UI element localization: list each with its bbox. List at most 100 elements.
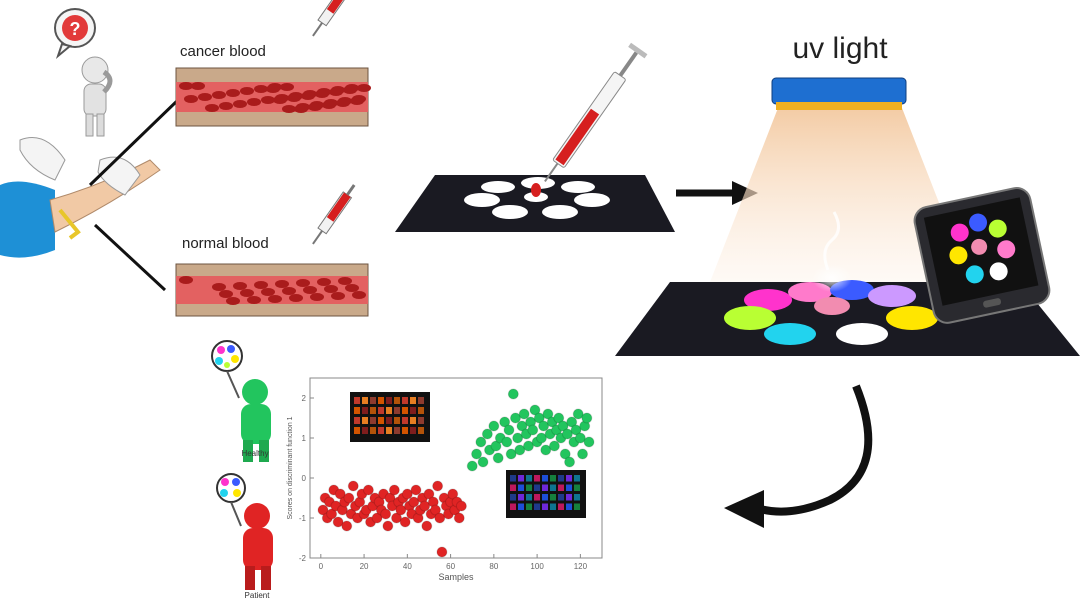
blood-vessel-icon [175, 67, 371, 127]
inset-cell [566, 475, 572, 482]
inset-cell [542, 484, 548, 491]
x-tick-label: 40 [403, 562, 412, 571]
blood-cell [261, 96, 275, 104]
y-tick-label: -2 [299, 554, 307, 563]
inset-cell [526, 494, 532, 501]
inset-cell [566, 484, 572, 491]
inset-cell [418, 417, 424, 424]
data-point-healthy [577, 448, 589, 460]
inset-cell [354, 427, 360, 434]
blood-cell [254, 281, 268, 289]
data-point-healthy [527, 424, 539, 436]
inset-cell [370, 407, 376, 414]
y-tick-label: 2 [302, 394, 307, 403]
data-point-healthy [557, 420, 569, 432]
inset-cell [510, 503, 516, 510]
blood-cell [212, 283, 226, 291]
patient-label: Patient [245, 591, 271, 600]
blood-cell [329, 88, 343, 96]
inset-cell [534, 494, 540, 501]
x-axis-label: Samples [438, 572, 474, 582]
blood-cell [343, 86, 357, 94]
data-point-patient [334, 488, 346, 500]
data-point-patient [382, 520, 394, 532]
data-point-healthy [514, 444, 526, 456]
data-point-healthy [501, 436, 513, 448]
data-point-healthy [522, 440, 534, 452]
inset-cell [394, 417, 400, 424]
blood-cell [219, 290, 233, 298]
inset-cell [386, 397, 392, 404]
inset-cell [370, 427, 376, 434]
blood-cell [247, 98, 261, 106]
inset-cell [510, 484, 516, 491]
inset-cell [518, 494, 524, 501]
inset-cell [574, 503, 580, 510]
data-point-patient [388, 484, 400, 496]
data-point-healthy [583, 436, 595, 448]
blood-cell [233, 100, 247, 108]
data-point-healthy [570, 424, 582, 436]
blood-cell [240, 289, 254, 297]
inset-cell [566, 503, 572, 510]
inset-cell [410, 427, 416, 434]
vapor-icon [823, 211, 840, 271]
inset-cell [526, 484, 532, 491]
blood-cell [191, 82, 205, 90]
inset-cell [558, 494, 564, 501]
inset-cell [386, 427, 392, 434]
data-point-patient [434, 512, 446, 524]
data-point-healthy [507, 388, 519, 400]
connector-line [93, 223, 167, 292]
blood-cell [254, 85, 268, 93]
data-point-patient [341, 520, 353, 532]
inset-cell [378, 417, 384, 424]
inset-cell [354, 417, 360, 424]
data-point-healthy [564, 456, 576, 468]
blood-cell [275, 280, 289, 288]
blood-cell [308, 103, 322, 111]
blood-cell [233, 282, 247, 290]
blood-cell [282, 287, 296, 295]
x-tick-label: 120 [574, 562, 588, 571]
inset-cell [418, 397, 424, 404]
inset-cell [534, 503, 540, 510]
inset-cell [378, 427, 384, 434]
inset-cell [394, 427, 400, 434]
normal-blood-label: normal blood [182, 235, 269, 252]
inset-cell [518, 475, 524, 482]
inset-cell [354, 407, 360, 414]
data-point-healthy [553, 412, 565, 424]
data-point-patient [401, 488, 413, 500]
inset-cell [370, 397, 376, 404]
inset-cell [526, 475, 532, 482]
connector-line [88, 98, 180, 187]
blood-cell [317, 278, 331, 286]
inset-cell [410, 397, 416, 404]
blood-cell [338, 277, 352, 285]
data-point-patient [419, 500, 431, 512]
data-point-patient [410, 484, 422, 496]
inset-cell [362, 397, 368, 404]
blood-cell [198, 93, 212, 101]
blood-cell [261, 288, 275, 296]
blood-cell [247, 296, 261, 304]
blood-cell [324, 285, 338, 293]
inset-cell [410, 417, 416, 424]
blood-cell [345, 284, 359, 292]
arm-draw-icon [0, 137, 161, 258]
inset-cell [510, 475, 516, 482]
blood-cell [357, 84, 371, 92]
inset-cell [418, 427, 424, 434]
blood-cell [301, 92, 315, 100]
x-tick-label: 20 [360, 562, 369, 571]
data-point-healthy [490, 440, 502, 452]
data-point-healthy [492, 452, 504, 464]
inset-cell [386, 417, 392, 424]
inset-cell [542, 475, 548, 482]
blood-cell [296, 279, 310, 287]
uv-panel: uv light [615, 32, 1080, 356]
y-tick-label: 1 [302, 434, 307, 443]
sensor-array-plate-icon [395, 175, 675, 232]
inset-cell [550, 494, 556, 501]
